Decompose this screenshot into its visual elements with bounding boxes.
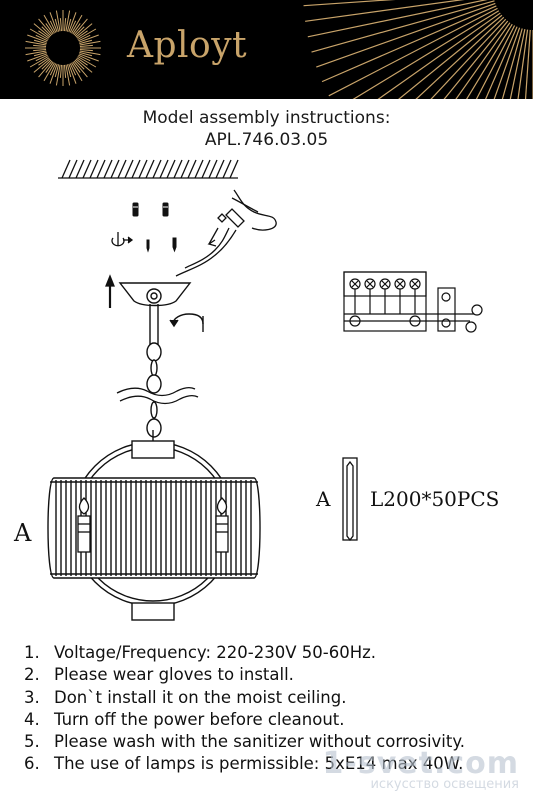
wire-connector-icon bbox=[175, 189, 277, 277]
rotate-fix-arrow-icon bbox=[169, 313, 204, 332]
instructions-title: Model assembly instructions: bbox=[142, 108, 391, 128]
part-a-label: A bbox=[315, 487, 331, 511]
list-item: 6.The use of lamps is permissible: 5xE14… bbox=[24, 754, 464, 774]
list-item: 5.Please wash with the sanitizer without… bbox=[24, 732, 466, 752]
part-a-spec: L200*50PCS bbox=[370, 487, 499, 511]
header-banner: Aployt bbox=[0, 0, 533, 99]
candle-bulb-icon bbox=[77, 497, 229, 553]
screwdriver-rotate-icon bbox=[111, 232, 134, 247]
part-a-callout: A bbox=[13, 519, 32, 547]
power-cable bbox=[116, 387, 199, 405]
model-number: APL.746.03.05 bbox=[204, 130, 329, 150]
list-item: 4.Turn off the power before cleanout. bbox=[24, 709, 345, 729]
header-graphics bbox=[25, 0, 533, 99]
screw-set-icon bbox=[132, 202, 177, 253]
sun-rays-icon bbox=[303, 0, 533, 99]
lift-up-arrow-icon bbox=[105, 274, 115, 308]
list-item: 1.Voltage/Frequency: 220-230V 50-60Hz. bbox=[24, 643, 377, 662]
ceiling-hatch-icon bbox=[58, 159, 239, 179]
assembly-diagram: A A L200*50PCS bbox=[13, 159, 499, 621]
wiring-schematic bbox=[343, 271, 483, 333]
list-item: 3.Don`t install it on the moist ceiling. bbox=[24, 687, 347, 707]
chain bbox=[146, 342, 162, 438]
watermark-tagline: искусство освещения bbox=[370, 777, 519, 792]
ceiling-canopy bbox=[118, 282, 192, 352]
crystal-prism-icon bbox=[342, 457, 358, 542]
brand-name: Aployt bbox=[127, 25, 248, 66]
instructions-list: 1.Voltage/Frequency: 220-230V 50-60Hz. 2… bbox=[24, 642, 465, 776]
sunburst-logo-icon bbox=[25, 10, 101, 86]
chandelier-body bbox=[47, 430, 261, 621]
list-item: 2.Please wear gloves to install. bbox=[24, 665, 294, 685]
